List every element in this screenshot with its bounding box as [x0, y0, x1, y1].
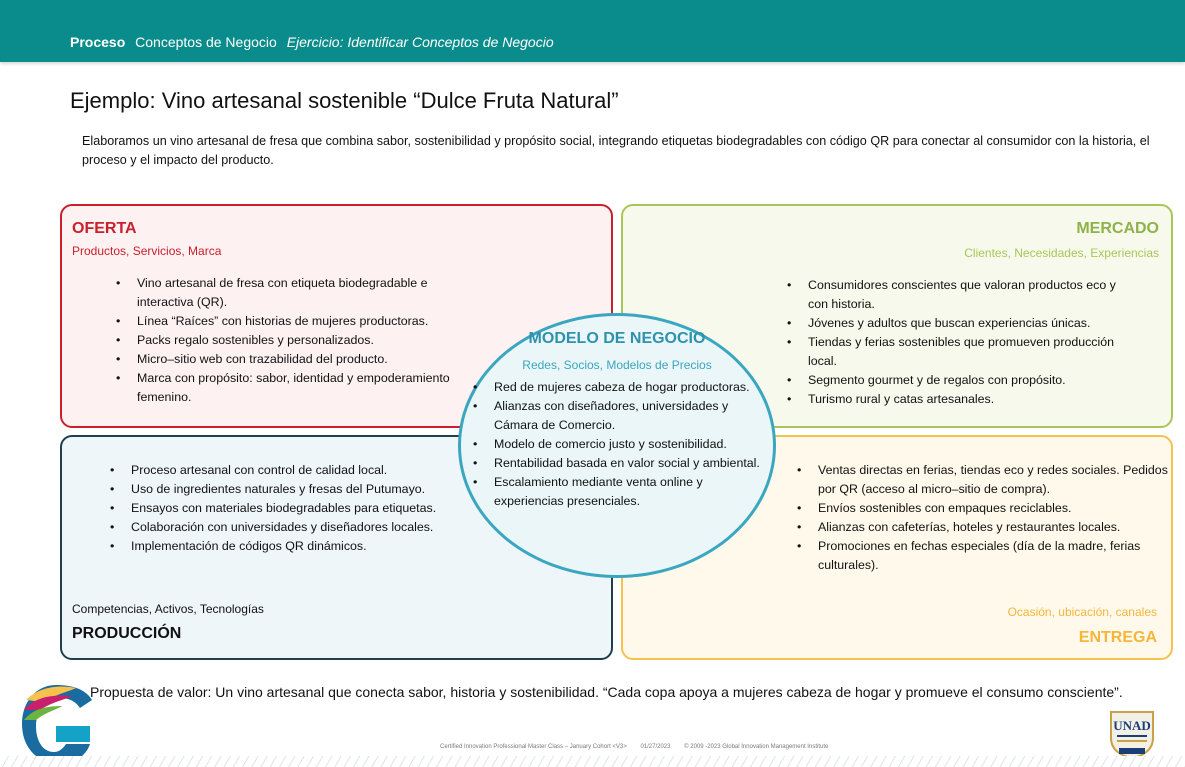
list-item: Envíos sostenibles con empaques reciclab… — [793, 499, 1173, 518]
header-bar: Proceso Conceptos de Negocio Ejercicio: … — [0, 0, 1185, 62]
list-item: Segmento gourmet y de regalos con propós… — [783, 371, 1138, 390]
mercado-title: MERCADO — [1076, 220, 1159, 237]
breadcrumb-business-concepts: Conceptos de Negocio — [135, 34, 277, 50]
list-item: Proceso artesanal con control de calidad… — [106, 461, 486, 480]
footer-copyright: © 2009 -2023 Global Innovation Managemen… — [684, 744, 829, 750]
list-item: Tiendas y ferias sostenibles que promuev… — [783, 333, 1138, 371]
entrega-title: ENTREGA — [1078, 629, 1157, 646]
footer-course: Certified Innovation Professional Master… — [440, 744, 627, 750]
breadcrumb-exercise: Ejercicio: Identificar Conceptos de Nego… — [286, 34, 554, 50]
list-item: Micro–sitio web con trazabilidad del pro… — [112, 350, 452, 369]
produccion-list: Proceso artesanal con control de calidad… — [106, 461, 486, 556]
list-item: Ensayos con materiales biodegradables pa… — [106, 499, 486, 518]
value-proposition: Propuesta de valor: Un vino artesanal qu… — [90, 684, 1123, 700]
list-item: Ventas directas en ferias, tiendas eco y… — [793, 461, 1173, 499]
breadcrumb-process: Proceso — [70, 34, 126, 50]
list-item: Escalamiento mediante venta online y exp… — [469, 473, 769, 511]
svg-text:UNAD: UNAD — [1113, 718, 1151, 733]
list-item: Modelo de comercio justo y sostenibilida… — [469, 435, 769, 454]
list-item: Marca con propósito: sabor, identidad y … — [112, 369, 452, 407]
oferta-panel: OFERTA Productos, Servicios, Marca Vino … — [60, 204, 613, 428]
list-item: Consumidores conscientes que valoran pro… — [783, 276, 1138, 314]
list-item: Rentabilidad basada en valor social y am… — [469, 454, 769, 473]
bottom-stripe — [0, 756, 1185, 767]
gimi-logo-icon — [22, 685, 92, 764]
list-item: Alianzas con cafeterías, hoteles y resta… — [793, 518, 1173, 537]
entrega-subtitle: Ocasión, ubicación, canales — [1007, 605, 1157, 619]
modelo-subtitle: Redes, Socios, Modelos de Precios — [522, 358, 712, 372]
unad-logo-icon: UNAD — [1110, 711, 1154, 760]
modelo-negocio-circle: MODELO DE NEGOCIO Redes, Socios, Modelos… — [458, 313, 776, 578]
list-item: Vino artesanal de fresa con etiqueta bio… — [112, 274, 452, 312]
mercado-list: Consumidores conscientes que valoran pro… — [783, 276, 1138, 409]
oferta-title: OFERTA — [72, 220, 137, 237]
list-item: Línea “Raíces” con historias de mujeres … — [112, 312, 452, 331]
breadcrumb: Proceso Conceptos de Negocio Ejercicio: … — [70, 34, 560, 50]
list-item: Red de mujeres cabeza de hogar productor… — [469, 378, 769, 397]
produccion-title: PRODUCCIÓN — [72, 625, 182, 642]
list-item: Packs regalo sostenibles y personalizado… — [112, 331, 452, 350]
produccion-subtitle: Competencias, Activos, Tecnologías — [72, 602, 264, 616]
page-description: Elaboramos un vino artesanal de fresa qu… — [82, 134, 1150, 167]
mercado-subtitle: Clientes, Necesidades, Experiencias — [964, 246, 1159, 260]
oferta-list: Vino artesanal de fresa con etiqueta bio… — [112, 274, 452, 407]
list-item: Uso de ingredientes naturales y fresas d… — [106, 480, 486, 499]
list-item: Colaboración con universidades y diseñad… — [106, 518, 486, 537]
list-item: Promociones en fechas especiales (día de… — [793, 537, 1173, 575]
footer: Certified Innovation Professional Master… — [440, 744, 840, 750]
modelo-title: MODELO DE NEGOCIO — [528, 330, 706, 347]
footer-date: 01/27/2023 — [640, 744, 671, 750]
oferta-subtitle: Productos, Servicios, Marca — [72, 244, 222, 258]
list-item: Alianzas con diseñadores, universidades … — [469, 397, 769, 435]
list-item: Jóvenes y adultos que buscan experiencia… — [783, 314, 1138, 333]
entrega-list: Ventas directas en ferias, tiendas eco y… — [793, 461, 1173, 575]
modelo-list: Red de mujeres cabeza de hogar productor… — [469, 378, 769, 511]
list-item: Turismo rural y catas artesanales. — [783, 390, 1138, 409]
page-title: Ejemplo: Vino artesanal sostenible “Dulc… — [70, 88, 619, 113]
list-item: Implementación de códigos QR dinámicos. — [106, 537, 486, 556]
